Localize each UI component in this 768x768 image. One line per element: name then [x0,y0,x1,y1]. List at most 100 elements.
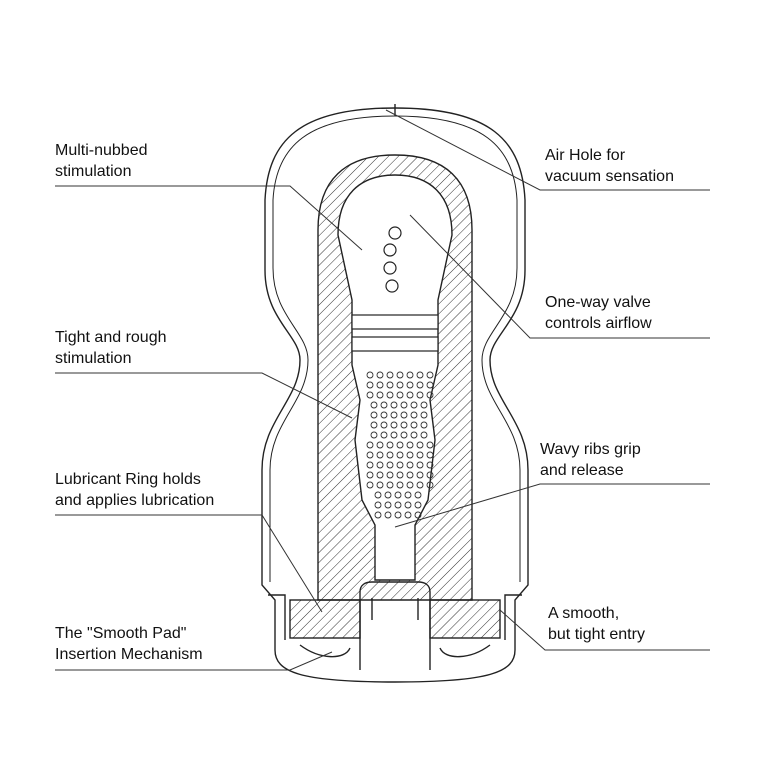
nub [420,401,428,409]
nub [426,471,434,479]
nub [386,471,394,479]
nub [410,431,418,439]
nub [426,441,434,449]
label-line: Air Hole for [545,147,626,164]
label-line: stimulation [55,350,132,367]
nub [376,441,384,449]
nub [420,431,428,439]
label-line: A smooth, [548,605,620,622]
label-line: Insertion Mechanism [55,646,203,663]
nub [384,491,392,499]
label-line: and applies lubrication [55,492,215,509]
nub [410,411,418,419]
nub [396,381,404,389]
label-line: Multi-nubbed [55,142,148,159]
nub [404,511,412,519]
label-line: vacuum sensation [545,168,674,185]
leader-lines [55,109,710,671]
label-line: One-way valve [545,294,651,311]
nub [426,391,434,399]
nub [426,371,434,379]
nub [376,481,384,489]
nub [376,371,384,379]
nub [420,411,428,419]
nub [384,511,392,519]
nub [374,491,382,499]
nub [376,451,384,459]
nub [376,471,384,479]
label-line: Wavy ribs grip [540,441,641,458]
nub [416,461,424,469]
nub [400,421,408,429]
nub [410,421,418,429]
label-line: Lubricant Ring holds [55,471,201,488]
nub [396,391,404,399]
nub [406,371,414,379]
nub [426,451,434,459]
label-smooth-entry: A smooth, but tight entry [548,603,645,645]
nub [366,391,374,399]
nub [386,461,394,469]
nub [366,381,374,389]
nub [376,391,384,399]
nub [386,441,394,449]
nub [420,421,428,429]
nub [370,421,378,429]
nub [400,431,408,439]
nub [370,401,378,409]
nub [374,511,382,519]
nub [406,441,414,449]
nub-pattern [366,371,434,519]
nub [380,431,388,439]
nub [376,461,384,469]
nub [366,441,374,449]
nub [394,501,402,509]
nub [386,371,394,379]
label-wavy-ribs: Wavy ribs grip and release [540,439,641,481]
nub [404,501,412,509]
nub [390,411,398,419]
label-air-hole: Air Hole for vacuum sensation [545,145,674,187]
nub [374,501,382,509]
label-line: controls airflow [545,315,652,332]
nub [426,481,434,489]
nub [380,411,388,419]
nub [406,451,414,459]
nub [426,461,434,469]
nub [416,451,424,459]
nub [386,391,394,399]
label-line: The "Smooth Pad" [55,625,187,642]
label-tight-rough: Tight and rough stimulation [55,327,166,369]
nub [390,401,398,409]
nub [416,471,424,479]
nub [384,501,392,509]
nub [404,491,412,499]
nub [406,471,414,479]
nub [414,511,422,519]
nub [366,461,374,469]
nub [380,421,388,429]
nub [414,491,422,499]
nub [394,491,402,499]
label-lubricant-ring: Lubricant Ring holds and applies lubrica… [55,469,214,511]
nub [426,381,434,389]
nub [416,381,424,389]
nub [376,381,384,389]
nub [396,481,404,489]
label-one-way-valve: One-way valve controls airflow [545,292,652,334]
nub [380,401,388,409]
nub [366,471,374,479]
nub [396,441,404,449]
nub [366,371,374,379]
nub [386,381,394,389]
nub [366,451,374,459]
nub [396,451,404,459]
nub [366,481,374,489]
nub [370,411,378,419]
nub [416,481,424,489]
nub [396,371,404,379]
nub [394,511,402,519]
nub [406,461,414,469]
nub [396,471,404,479]
